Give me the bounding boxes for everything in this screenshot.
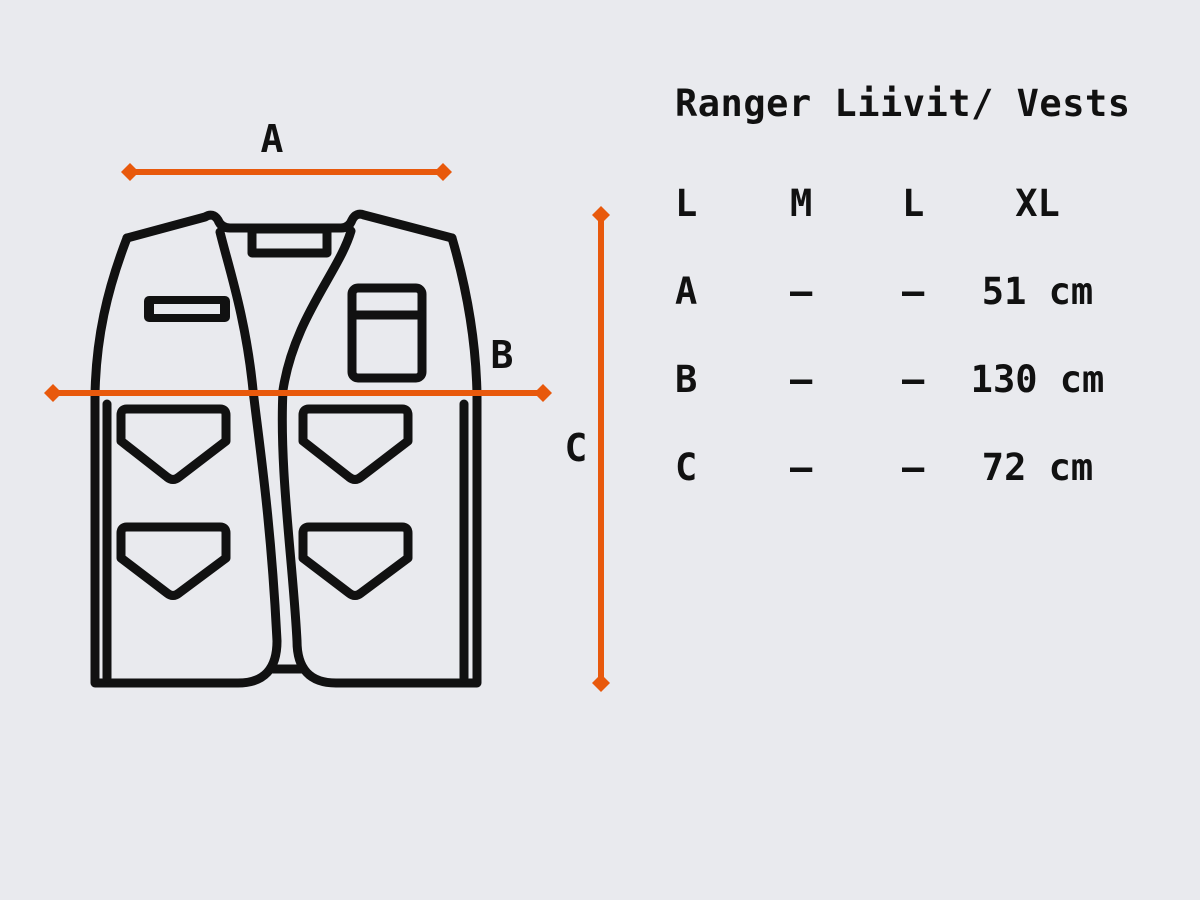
measurement-value: 130 cm	[970, 358, 1105, 401]
measure-line-a	[121, 163, 452, 181]
measurement-value: –	[790, 446, 813, 489]
size-table: L M L XL A – – 51 cm B – – 130 cm C – – …	[675, 185, 1110, 486]
size-col-header-4: XL	[1015, 182, 1060, 225]
vest-diagram	[44, 163, 610, 692]
measure-label-b: B	[490, 333, 514, 377]
size-col-header-3: L	[902, 182, 925, 225]
vest-right-panel	[277, 226, 482, 688]
chest-slot-pocket	[144, 296, 230, 322]
measure-label-a: A	[260, 117, 284, 161]
measure-line-b	[44, 384, 552, 402]
size-col-header-1: L	[675, 182, 698, 225]
measurement-value: –	[902, 358, 925, 401]
measurement-value: –	[902, 446, 925, 489]
vest-outline	[90, 209, 482, 688]
measurement-row-label: B	[675, 358, 698, 401]
measurement-value: 51 cm	[981, 270, 1094, 313]
measure-label-c: C	[564, 426, 588, 470]
collar-loop	[247, 224, 332, 258]
flap-pocket-bottom-right	[298, 522, 413, 600]
size-chart-title: Ranger Liivit/ Vests	[675, 82, 1131, 125]
measurement-row-label: C	[675, 446, 698, 489]
measurement-value: 72 cm	[981, 446, 1094, 489]
flap-pocket-bottom-left	[116, 522, 231, 600]
measurement-value: –	[790, 270, 813, 313]
chest-flap-pocket	[347, 283, 427, 383]
measurement-row-label: A	[675, 270, 698, 313]
measurement-value: –	[902, 270, 925, 313]
measure-line-c	[592, 206, 610, 692]
vest-left-panel	[90, 227, 282, 688]
flap-pocket-top-right	[298, 404, 413, 484]
size-col-header-2: M	[790, 182, 813, 225]
measurement-value: –	[790, 358, 813, 401]
flap-pocket-top-left	[116, 404, 231, 484]
